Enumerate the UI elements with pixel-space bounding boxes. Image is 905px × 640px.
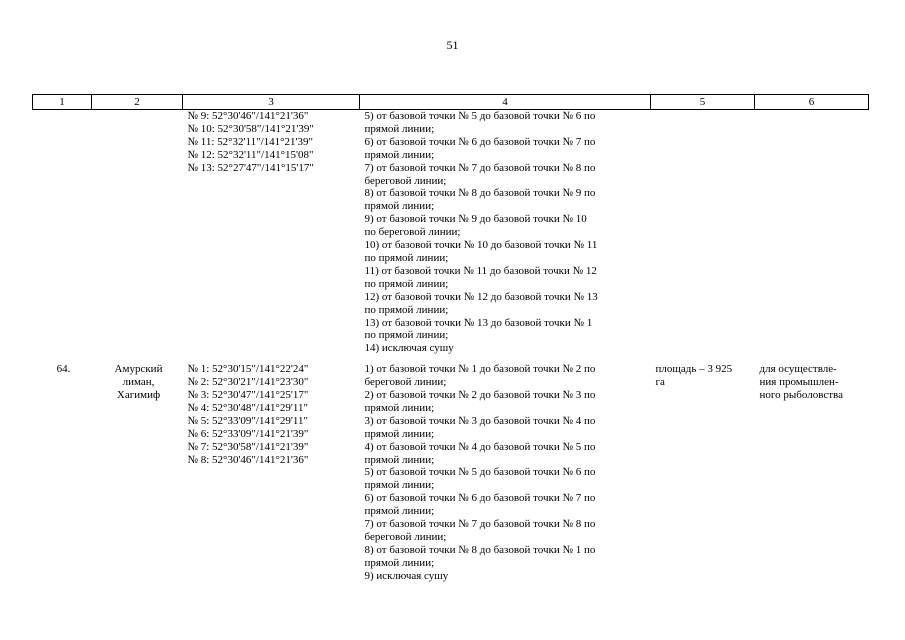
cell-line: 14) исключая сушу <box>364 342 454 355</box>
cell-line: № 8: 52°30'46"/141°21'36" <box>187 453 309 466</box>
coordinates-cell: № 9: 52°30'46"/141°21'36"№ 10: 52°30'58"… <box>183 110 360 356</box>
cell-line: 5) от базовой точки № 5 до базовой точки… <box>364 110 596 122</box>
cell-line: № 12: 52°32'11"/141°15'08" <box>187 148 314 161</box>
cell-line: № 5: 52°33'09"/141°29'11" <box>187 414 308 427</box>
cell-line: прямой линии; <box>364 505 435 518</box>
cell-line: 2) от базовой точки № 2 до базовой точки… <box>364 389 596 402</box>
cell-line: № 1: 52°30'15"/141°22'24" <box>187 363 309 376</box>
cell-line: 6) от базовой точки № 6 до базовой точки… <box>364 135 596 148</box>
cell-line: береговой линии; <box>364 174 447 187</box>
cell-line: лиман, <box>122 376 155 389</box>
purpose-cell: для осуществле-ния промышлен-ного рыболо… <box>755 355 869 582</box>
cell-line: 7) от базовой точки № 7 до базовой точки… <box>364 518 596 531</box>
column-header-3: 3 <box>182 94 360 110</box>
cell-line: прямой линии; <box>364 453 435 466</box>
cell-line: 7) от базовой точки № 7 до базовой точки… <box>364 161 596 174</box>
cell-line: № 11: 52°32'11"/141°21'39" <box>187 135 314 148</box>
cell-line: по береговой линии; <box>364 226 461 239</box>
cell-line: прямой линии; <box>364 427 435 440</box>
cell-line: № 2: 52°30'21"/141°23'30" <box>187 376 309 389</box>
column-header-1: 1 <box>32 94 92 110</box>
cell-line: ного рыболовства <box>759 389 843 402</box>
cell-line: прямой линии; <box>364 122 435 135</box>
cell-line: прямой линии; <box>364 148 435 161</box>
cell-line: 10) от базовой точки № 10 до базовой точ… <box>364 239 598 252</box>
cell-line: 4) от базовой точки № 4 до базовой точки… <box>364 440 596 453</box>
cell-line: 11) от базовой точки № 11 до базовой точ… <box>364 264 597 277</box>
column-header-5: 5 <box>650 94 755 110</box>
cell-line: 8) от базовой точки № 8 до базовой точки… <box>364 187 596 200</box>
cell-line: по прямой линии; <box>364 329 449 342</box>
cell-line: для осуществле- <box>759 363 837 376</box>
boundary-cell: 5) от базовой точки № 5 до базовой точки… <box>360 110 651 356</box>
cell-line: 3) от базовой точки № 3 до базовой точки… <box>364 414 596 427</box>
cell-line: 6) от базовой точки № 6 до базовой точки… <box>364 492 596 505</box>
cell-line: № 4: 52°30'48"/141°29'11" <box>187 401 308 414</box>
boundary-cell: 1) от базовой точки № 1 до базовой точки… <box>360 355 651 582</box>
cell-line: № 6: 52°33'09"/141°21'39" <box>187 427 309 440</box>
table-row: № 9: 52°30'46"/141°21'36"№ 10: 52°30'58"… <box>33 110 869 356</box>
area-size-cell <box>651 110 755 356</box>
cell-line: № 9: 52°30'46"/141°21'36" <box>187 110 309 122</box>
cell-line: прямой линии; <box>364 401 435 414</box>
cell-line: площадь – 3 925 <box>655 363 733 376</box>
column-header-2: 2 <box>91 94 183 110</box>
row-number-cell: 64. <box>56 363 71 376</box>
fishing-areas-table: 1 2 3 4 5 6 № 9: 52°30'46"/141°21'36"№ 1… <box>32 94 869 583</box>
cell-line: прямой линии; <box>364 479 435 492</box>
cell-line: береговой линии; <box>364 376 447 389</box>
cell-line: береговой линии; <box>364 531 447 543</box>
cell-line: по прямой линии; <box>364 277 449 290</box>
cell-line: № 13: 52°27'47"/141°15'17" <box>187 161 314 174</box>
purpose-cell <box>755 110 869 356</box>
cell-line: 1) от базовой точки № 1 до базовой точки… <box>364 363 596 376</box>
cell-line: Амурский <box>114 363 163 376</box>
cell-line: га <box>655 376 665 389</box>
cell-line: прямой линии; <box>364 556 435 569</box>
cell-line: № 10: 52°30'58"/141°21'39" <box>187 122 314 135</box>
cell-line: 13) от базовой точки № 13 до базовой точ… <box>364 316 593 329</box>
cell-line: 5) от базовой точки № 5 до базовой точки… <box>364 466 596 479</box>
page-number: 51 <box>446 38 459 52</box>
cell-line: 12) от базовой точки № 12 до базовой точ… <box>364 290 598 303</box>
table-header-row: 1 2 3 4 5 6 <box>32 94 869 110</box>
cell-line: № 7: 52°30'58"/141°21'39" <box>187 440 309 453</box>
cell-line: 9) исключая сушу <box>364 569 449 582</box>
column-header-6: 6 <box>754 94 869 110</box>
cell-line: Хагимиф <box>116 389 161 402</box>
row-number-cell <box>33 110 92 356</box>
column-header-4: 4 <box>359 94 651 110</box>
cell-line: по прямой линии; <box>364 251 449 264</box>
cell-line: 8) от базовой точки № 8 до базовой точки… <box>364 543 596 556</box>
cell-line: 9) от базовой точки № 9 до базовой точки… <box>364 213 587 226</box>
area-name-cell <box>92 110 183 356</box>
cell-line: № 3: 52°30'47"/141°25'17" <box>187 389 309 402</box>
coordinates-cell: № 1: 52°30'15"/141°22'24"№ 2: 52°30'21"/… <box>183 355 360 582</box>
cell-line: ния промышлен- <box>759 376 839 389</box>
cell-line: прямой линии; <box>364 200 435 213</box>
cell-line: по прямой линии; <box>364 303 449 316</box>
